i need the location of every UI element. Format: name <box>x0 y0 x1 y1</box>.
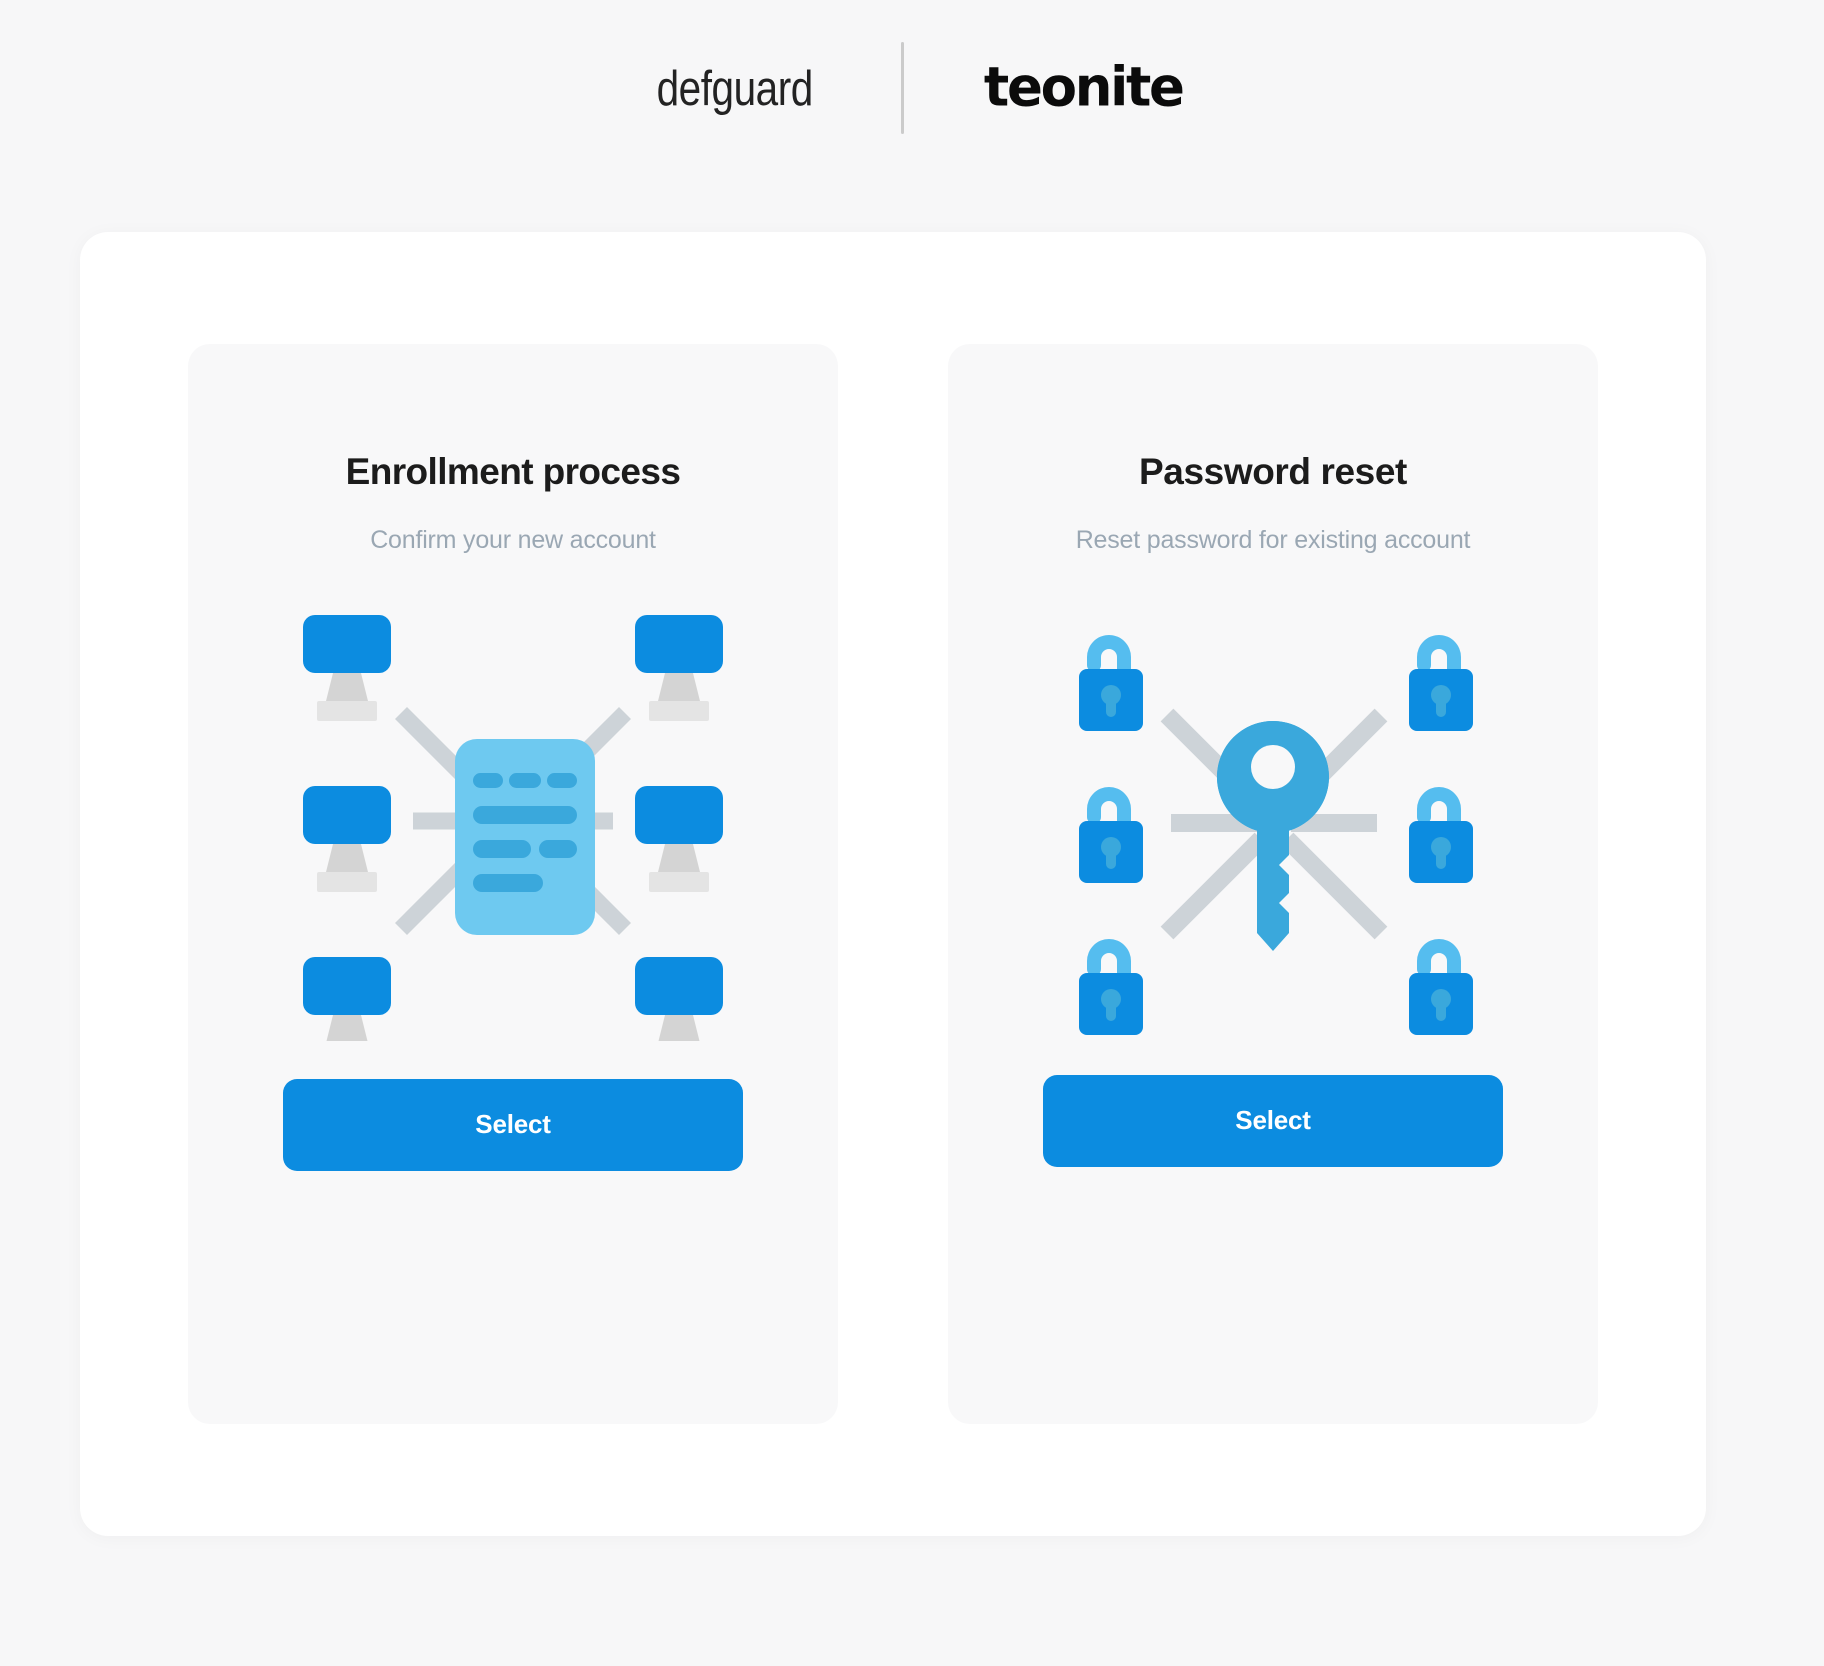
card-enrollment-process[interactable]: Enrollment process Confirm your new acco… <box>188 344 838 1424</box>
card-subtitle-enrollment: Confirm your new account <box>370 525 656 554</box>
key-locks-icon <box>1043 603 1503 1041</box>
select-button-enrollment[interactable]: Select <box>283 1078 743 1171</box>
teonite-logo: teonite <box>983 56 1185 119</box>
logo-divider <box>900 41 904 134</box>
card-title-enrollment: Enrollment process <box>345 451 681 492</box>
select-button-password-reset[interactable]: Select <box>1043 1074 1503 1167</box>
defguard-logo: defguard <box>656 59 814 116</box>
card-password-reset[interactable]: Password reset Reset password for existi… <box>948 344 1598 1424</box>
network-document-icon <box>283 601 743 1041</box>
card-title-password-reset: Password reset <box>1139 451 1407 492</box>
choice-panel: Enrollment process Confirm your new acco… <box>80 232 1706 1536</box>
brand-header: defguard teonite <box>0 0 1824 175</box>
card-subtitle-password-reset: Reset password for existing account <box>1075 525 1471 554</box>
